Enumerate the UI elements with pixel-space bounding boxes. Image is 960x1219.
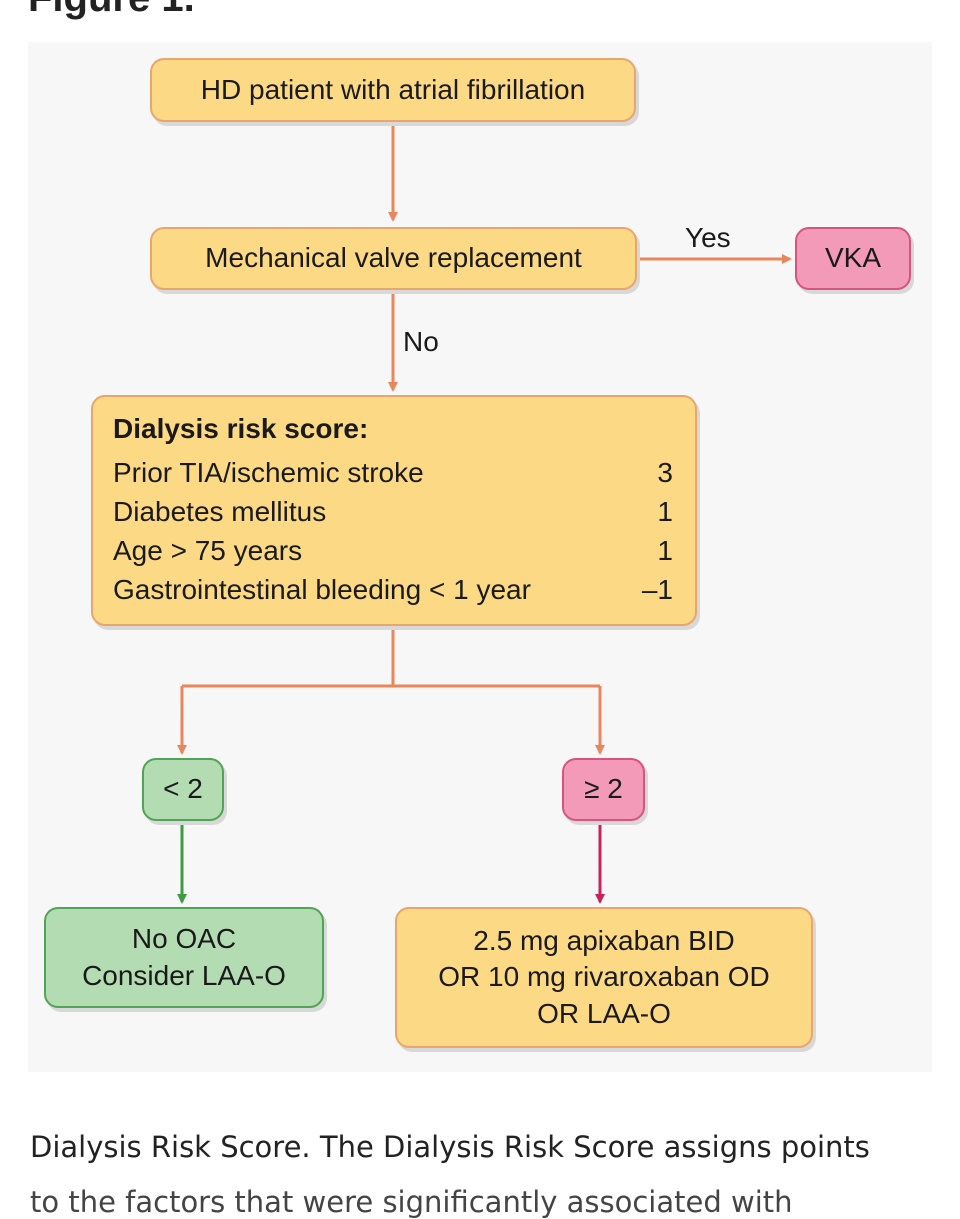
low-score-outcome: No OAC Consider LAA-O bbox=[44, 907, 324, 1008]
low-outcome-line: No OAC bbox=[131, 923, 237, 955]
high-outcome-line: OR 10 mg rivaroxaban OD bbox=[438, 961, 770, 993]
arrow-risk-to-branches bbox=[182, 626, 395, 688]
high-score-label: ≥ 2 bbox=[584, 773, 623, 805]
risk-factor: Prior TIA/ischemic stroke bbox=[113, 457, 424, 489]
no-label: No bbox=[403, 326, 439, 357]
risk-points: 1 bbox=[657, 535, 673, 567]
risk-row: Age > 75 years 1 bbox=[113, 531, 673, 570]
high-outcome-line: 2.5 mg apixaban BID bbox=[473, 924, 735, 956]
figure-caption-continued: to the factors that were significantly a… bbox=[30, 1185, 793, 1219]
risk-score-title: Dialysis risk score: bbox=[113, 413, 369, 444]
valve-node-label: Mechanical valve replacement bbox=[205, 242, 582, 274]
figure-caption: Dialysis Risk Score. The Dialysis Risk S… bbox=[30, 1130, 870, 1164]
risk-points: –1 bbox=[641, 574, 673, 606]
risk-points: 1 bbox=[657, 496, 673, 528]
high-outcome-line: OR LAA-O bbox=[537, 997, 671, 1029]
risk-row: Diabetes mellitus 1 bbox=[113, 492, 673, 531]
risk-factor: Age > 75 years bbox=[113, 535, 303, 567]
high-score-branch: ≥ 2 bbox=[562, 758, 645, 821]
vka-node-label: VKA bbox=[824, 242, 882, 274]
risk-factor: Diabetes mellitus bbox=[113, 496, 327, 528]
yes-label: Yes bbox=[685, 222, 731, 253]
risk-points: 3 bbox=[657, 457, 673, 489]
low-outcome-line: Consider LAA-O bbox=[82, 959, 286, 991]
valve-node: Mechanical valve replacement bbox=[150, 227, 637, 290]
high-score-outcome: 2.5 mg apixaban BID OR 10 mg rivaroxaban… bbox=[395, 907, 813, 1048]
start-node-label: HD patient with atrial fibrillation bbox=[200, 73, 586, 105]
risk-score-node: Dialysis risk score: Prior TIA/ischemic … bbox=[91, 395, 697, 626]
figure-heading: Figure 1. bbox=[28, 0, 195, 18]
low-score-label: < 2 bbox=[163, 773, 203, 805]
risk-factor: Gastrointestinal bleeding < 1 year bbox=[113, 574, 531, 606]
low-score-branch: < 2 bbox=[142, 758, 224, 821]
risk-row: Prior TIA/ischemic stroke 3 bbox=[113, 453, 673, 492]
start-node: HD patient with atrial fibrillation bbox=[150, 58, 636, 122]
vka-node: VKA bbox=[795, 227, 911, 290]
risk-row: Gastrointestinal bleeding < 1 year –1 bbox=[113, 570, 673, 609]
